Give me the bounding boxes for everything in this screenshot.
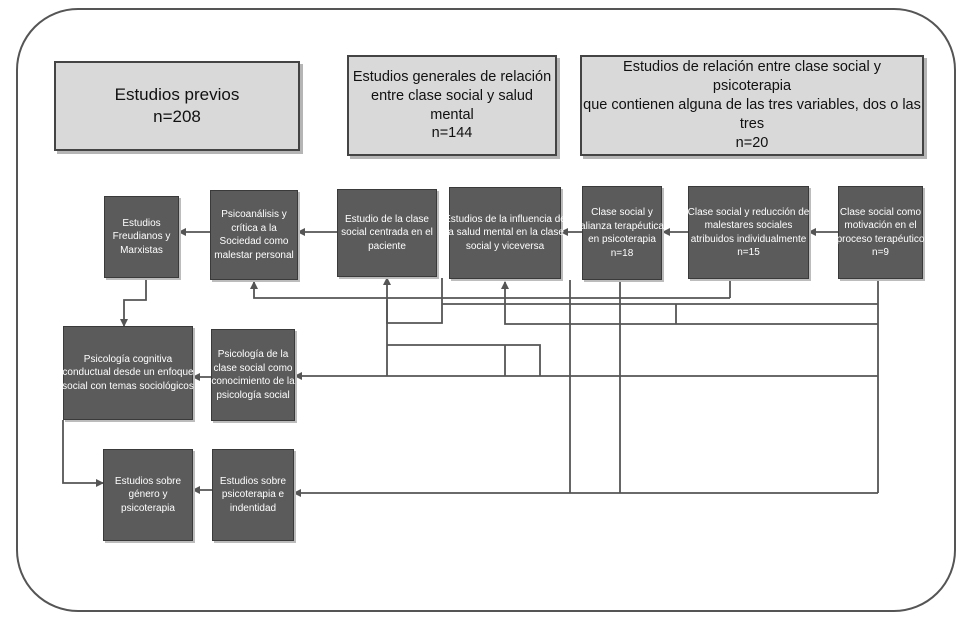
node-text: Sociedad como <box>219 236 289 247</box>
header-estudios-generales: Estudios generales de relación entre cla… <box>347 55 557 156</box>
node-text: alianza terapéutica <box>580 220 664 232</box>
line-to-psicoanalisis <box>250 281 730 299</box>
node-text: n=15 <box>737 247 760 258</box>
node-text: Freudianos y <box>112 231 171 243</box>
node-text: social con temas sociológicos <box>62 380 194 392</box>
node-text: Estudio de la clase <box>345 213 429 225</box>
node-text: Psicología de la <box>217 349 289 360</box>
node-alianza-terapeutica: Clase social y alianza terapéutica en ps… <box>580 186 664 280</box>
node-text: Estudios de la influencia de <box>444 213 566 225</box>
header-line: n=208 <box>153 107 201 126</box>
node-psicologia-cognitiva: Psicología cognitiva conductual desde un… <box>62 326 194 420</box>
node-text: conductual desde un enfoque <box>62 367 194 379</box>
node-text: malestar personal <box>214 249 294 261</box>
node-clase-social-centrada: Estudio de la clase social centrada en e… <box>337 189 437 277</box>
arrow-freudianos-cognitiva <box>120 279 147 327</box>
line-to-centrada <box>387 278 878 324</box>
node-text: Estudios sobre <box>114 475 182 487</box>
node-text: Clase social como <box>839 206 922 218</box>
header-line: n=20 <box>735 134 769 151</box>
node-text: Psicología cognitiva <box>83 353 173 365</box>
node-text: proceso terapéutico <box>836 233 925 245</box>
node-influencia-salud-mental: Estudios de la influencia de la salud me… <box>444 187 566 279</box>
node-text: malestares sociales <box>704 220 793 231</box>
header-estudios-relacion: Estudios de relación entre clase social … <box>580 55 924 156</box>
header-line: que contienen alguna de las tres variabl… <box>583 97 921 132</box>
header-line: n=144 <box>431 125 473 142</box>
node-text: psicoterapia <box>121 502 175 514</box>
line-centrada-branch <box>386 300 541 376</box>
node-text: motivación en el <box>844 220 917 231</box>
line-influencia-branch <box>504 304 677 376</box>
node-text: conocimiento de la <box>211 376 295 387</box>
node-text: indentidad <box>229 502 277 514</box>
node-text: Clase social y reducción de <box>687 206 810 218</box>
node-text: social centrada en el <box>341 227 433 239</box>
header-line: Estudios previos <box>114 84 240 104</box>
node-text: psicología social <box>216 389 290 401</box>
node-text: social y viceversa <box>465 240 545 252</box>
node-text: n=18 <box>610 247 634 259</box>
node-estudios-identidad: Estudios sobre psicoterapia e indentidad <box>212 449 294 541</box>
node-text: en psicoterapia <box>588 234 656 245</box>
header-line: Estudios de relación entre clase social … <box>623 59 881 95</box>
node-text: Marxistas <box>120 244 163 256</box>
node-psicologia-clase-social: Psicología de la clase social como conoc… <box>211 329 295 421</box>
header-line: Estudios generales de relación <box>352 68 552 85</box>
node-text: la salud mental en la clase <box>446 227 564 239</box>
node-text: atribuidos individualmente <box>690 233 807 245</box>
node-text: Clase social y <box>591 207 653 218</box>
node-text: Estudios sobre <box>219 475 287 487</box>
node-reduccion-malestares: Clase social y reducción de malestares s… <box>688 186 809 279</box>
node-text: género y <box>128 489 168 501</box>
arrow-cognitiva-genero <box>62 420 104 487</box>
line-to-influencia <box>501 281 878 325</box>
node-text: clase social como <box>213 362 293 374</box>
node-text: psicoterapia e <box>221 489 285 501</box>
node-text: crítica a la <box>231 222 277 234</box>
node-estudios-freudianos: Estudios Freudianos y Marxistas <box>104 196 179 278</box>
header-estudios-previos: Estudios previos n=208 <box>54 61 300 151</box>
node-text: Psicoanálisis y <box>221 209 287 220</box>
node-estudios-genero: Estudios sobre género y psicoterapia <box>103 449 193 541</box>
node-text: Estudios <box>122 217 161 229</box>
header-line: entre clase social y salud mental <box>371 87 533 123</box>
node-text: paciente <box>368 240 406 252</box>
node-psicoanalisis: Psicoanálisis y crítica a la Sociedad co… <box>210 190 298 280</box>
node-text: n=9 <box>872 247 889 258</box>
node-motivacion: Clase social como motivación en el proce… <box>836 186 925 279</box>
